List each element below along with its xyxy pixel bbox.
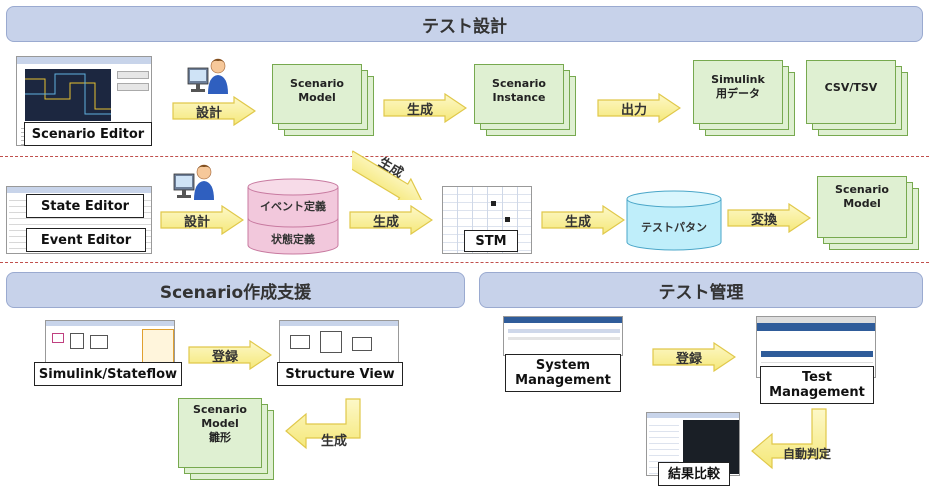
event-definition-label: イベント定義 [260,200,326,213]
definition-database-cylinder [247,178,339,255]
scenario-editor-label: Scenario Editor [24,122,152,146]
test-management-label: Test Management [760,366,874,404]
arrow-register-left [188,340,272,370]
arrow-register-right-label: 登録 [675,351,702,367]
arrow-generate-top-label: 生成 [406,102,433,118]
arrow-generate-mid1-label: 生成 [372,214,399,230]
arrow-register-right [652,342,736,372]
scenario-model-mid-doc: Scenario Model [817,176,921,252]
arrow-generate-mid2 [541,205,625,235]
structure-view-screenshot [279,320,399,370]
user-at-pc-icon [173,164,214,200]
arrow-design-top-label: 設計 [195,105,222,121]
scenario-instance-doc: Scenario Instance [474,64,578,138]
arrow-convert [727,203,811,233]
section-test-design: テスト設計 [6,6,923,42]
scenario-model-skeleton-doc: Scenario Model 雛形 [178,398,276,482]
state-editor-label: State Editor [26,194,144,218]
arrow-auto-judge-label: 自動判定 [782,446,831,461]
user-at-pc-icon [187,58,228,94]
section-test-management: テスト管理 [479,272,923,308]
arrow-output-label: 出力 [620,102,647,118]
arrow-generate-mid2-label: 生成 [564,214,591,230]
arrow-auto-judge [751,408,827,470]
arrow-output [597,93,681,123]
arrow-generate-mid1 [349,205,433,235]
csv-tsv-doc: CSV/TSV [806,60,910,138]
section-scenario-support: Scenario作成支援 [6,272,465,308]
scenario-model-top-doc: Scenario Model [272,64,376,138]
divider-top [0,156,929,157]
state-definition-label: 状態定義 [271,233,315,246]
simulink-stateflow-label: Simulink/Stateflow [34,362,182,386]
arrow-generate-left [285,398,361,450]
test-pattern-label: テストパタン [641,221,707,234]
arrow-convert-label: 変換 [750,212,777,228]
arrow-design-top [172,96,256,126]
arrow-generate-diagonal [352,150,424,200]
arrow-generate-top [383,93,467,123]
stm-label: STM [464,230,518,252]
result-compare-label: 結果比較 [658,462,730,486]
arrow-design-mid [160,205,244,235]
event-editor-label: Event Editor [26,228,146,252]
system-management-screenshot [503,316,623,356]
test-pattern-cylinder [626,190,722,251]
structure-view-label: Structure View [277,362,403,386]
simulink-data-doc: Simulink 用データ [693,60,797,138]
divider-bottom [0,262,929,263]
arrow-register-left-label: 登録 [211,349,238,365]
system-management-label: System Management [505,354,621,392]
arrow-design-mid-label: 設計 [183,214,210,230]
arrow-generate-left-label: 生成 [320,433,347,449]
